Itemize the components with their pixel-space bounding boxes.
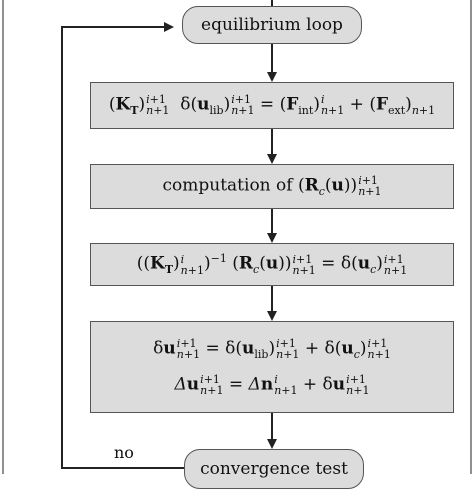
start-node: equilibrium loop	[182, 6, 362, 44]
convergence-test-node: convergence test	[184, 449, 364, 489]
start-node-label: equilibrium loop	[201, 15, 343, 35]
loop-back-arrow	[61, 22, 184, 469]
no-label: no	[114, 443, 134, 462]
connectors	[2, 0, 472, 474]
convergence-test-label: convergence test	[200, 459, 348, 479]
